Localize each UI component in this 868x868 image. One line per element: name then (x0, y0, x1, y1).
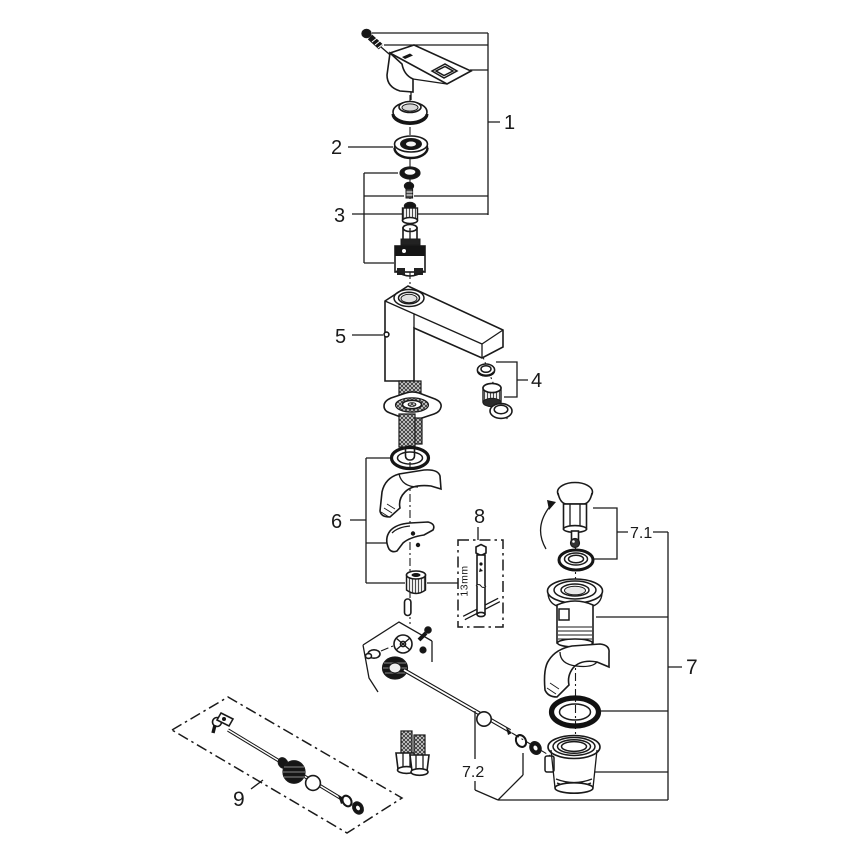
callout-4-label: 4 (531, 370, 542, 392)
rotation-arrow-head (547, 500, 556, 510)
part-faucet-body (383, 285, 504, 382)
callout-6: 6 (331, 457, 458, 584)
part-mounting-wedge (379, 469, 442, 518)
callout-7-2: 7.2 (462, 764, 484, 781)
tool-socket-wrench: 13mm (457, 539, 504, 628)
callout-8-label: 8 (474, 506, 485, 528)
part-cartridge (394, 223, 426, 277)
part-guide-pin (403, 598, 412, 617)
body-set-screw (383, 331, 390, 338)
part-cap-ring (393, 135, 429, 160)
part-stop-ring (399, 166, 421, 180)
part-drain-o-ring (548, 695, 602, 729)
part-horseshoe-washer (385, 521, 435, 553)
callout-5-label: 5 (335, 326, 346, 348)
part-aerator-assembly (476, 363, 513, 420)
part-o-ring-6 (389, 445, 431, 471)
rod-kit-box-outline (170, 696, 404, 834)
callout-2: 2 (331, 137, 393, 159)
callout-1-label: 1 (504, 112, 515, 134)
callout-7-1: 7.1 (593, 507, 668, 560)
callout-3-label: 3 (334, 205, 345, 227)
callout-7-1-label: 7.1 (630, 525, 652, 542)
callout-2-label: 2 (331, 137, 342, 159)
callout-4: 4 (496, 361, 542, 398)
callout-5: 5 (335, 326, 383, 348)
part-drain-body (544, 734, 601, 794)
callout-7-label: 7 (686, 656, 698, 679)
part-dome-cap (391, 100, 429, 125)
callout-7: 7 (474, 532, 698, 801)
callout-8: 8 (474, 506, 485, 540)
part-escutcheon-plate (383, 391, 442, 421)
wrench-size-label: 13mm (459, 565, 471, 596)
part-popup-rod (403, 668, 542, 755)
callout-9: 9 (233, 779, 264, 811)
part-adapter-nut (401, 201, 419, 225)
callout-3: 3 (334, 172, 402, 264)
part-rod-kit (170, 696, 404, 834)
part-wedge-gasket (543, 643, 610, 698)
part-popup-plug (539, 481, 594, 550)
part-drain-flange (546, 578, 604, 648)
part-plug-seal (557, 548, 595, 572)
callout-6-label: 6 (331, 511, 342, 533)
part-handle-screw (361, 28, 397, 61)
part-lever-handle (386, 44, 473, 100)
part-small-screw (403, 181, 415, 199)
part-rod-clamp (362, 621, 433, 693)
rotation-arrow (539, 504, 552, 550)
part-supply-hose-connectors (395, 730, 430, 777)
callout-9-label: 9 (233, 788, 245, 811)
part-mounting-nut (405, 570, 427, 595)
callout-7-2-label: 7.2 (462, 764, 484, 781)
callout-1: 1 (364, 32, 515, 215)
